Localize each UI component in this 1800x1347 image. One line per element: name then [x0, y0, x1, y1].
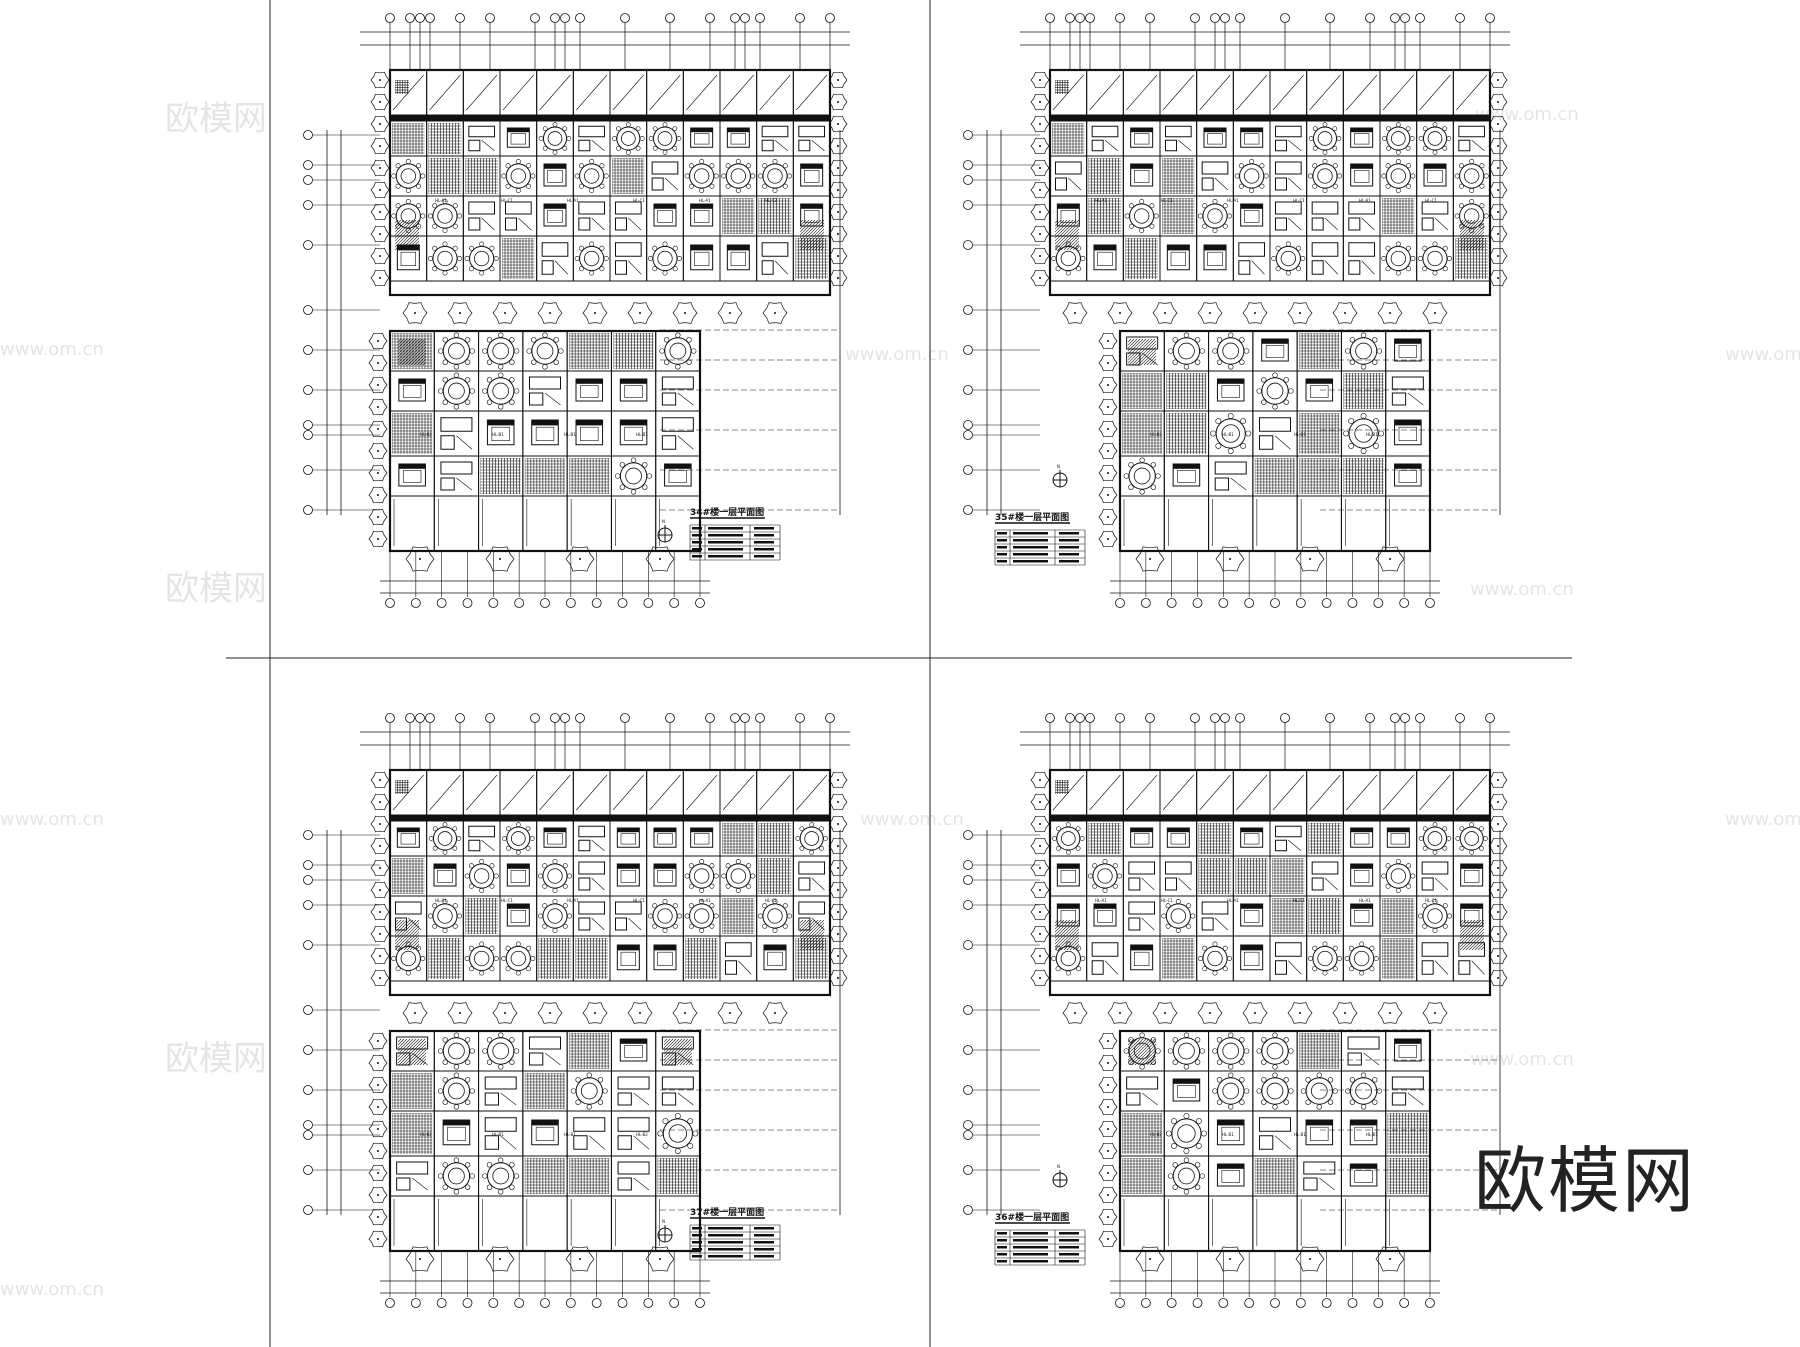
unit-label: HL-A1 — [1359, 198, 1371, 203]
area-table — [689, 1224, 781, 1261]
svg-text:N: N — [662, 519, 665, 524]
unit-label: HL-C1 — [1425, 898, 1437, 903]
svg-text:N: N — [1057, 1164, 1060, 1169]
sheet-frame — [226, 0, 1572, 1347]
unit-label: HL-A1 — [1359, 898, 1371, 903]
watermark-url: www.om.cn — [1725, 344, 1800, 365]
unit-label: HL-A1 — [1095, 898, 1107, 903]
unit-label: HL-A1 — [1227, 198, 1239, 203]
landscape-trees — [1030, 771, 1508, 1272]
plan-title: 35#楼一层平面图 — [995, 511, 1069, 523]
landscape-trees — [368, 71, 848, 572]
unit-label: HL-C2 — [765, 898, 777, 903]
svg-text:N: N — [662, 1219, 665, 1224]
unit-label: HL-B1 — [564, 432, 576, 437]
north-arrow-icon: N — [1052, 464, 1068, 488]
unit-label: HL-A1 — [1227, 898, 1239, 903]
watermark-url: www.om.cn — [1725, 809, 1800, 830]
unit-label: HL-C1 — [1161, 198, 1173, 203]
unit-label: HL-A1 — [699, 198, 711, 203]
watermark-url: www.om.cn — [0, 1279, 104, 1300]
unit-label: HL-C1 — [1293, 198, 1305, 203]
svg-text:N: N — [1057, 464, 1060, 469]
unit-label: HL-A1 — [435, 198, 447, 203]
watermark-url: www.om.cn — [1470, 579, 1574, 600]
watermark-url: www.om.cn — [1470, 1049, 1574, 1070]
unit-label: HL-B1 — [1294, 1132, 1306, 1137]
unit-label: HL-A1 — [435, 898, 447, 903]
unit-label: HL-A1 — [1095, 198, 1107, 203]
unit-label: HL-B1 — [1222, 432, 1234, 437]
unit-label: HL-A1 — [567, 898, 579, 903]
north-arrow-icon: N — [657, 519, 673, 543]
unit-label: HL-B1 — [1366, 1132, 1378, 1137]
watermark-url: www.om.cn — [0, 339, 104, 360]
watermark-cn: 欧模网 — [165, 99, 267, 139]
unit-label: HL-B2 — [420, 1132, 432, 1137]
unit-label: HL-C1 — [501, 198, 513, 203]
north-arrow-icon: N — [1052, 1164, 1068, 1188]
unit-label: HL-C2 — [765, 198, 777, 203]
area-table — [994, 1229, 1086, 1266]
unit-label: HL-B2 — [636, 1132, 648, 1137]
watermark-url: www.om.cn — [860, 809, 964, 830]
unit-label: HL-C1 — [1161, 898, 1173, 903]
watermark-cn: 欧模网 — [165, 1039, 267, 1079]
area-table — [994, 529, 1086, 566]
plan-title: 36#楼一层平面图 — [995, 1211, 1069, 1223]
unit-label: HL-C1 — [1425, 198, 1437, 203]
unit-label: HL-B1 — [1222, 1132, 1234, 1137]
watermark-layer: 欧模网 www.om.cn www.om.cn www.om.cn www.om… — [0, 99, 1800, 1300]
north-arrow-icon: N — [657, 1219, 673, 1243]
unit-label: HL-B1 — [492, 432, 504, 437]
watermark-url: www.om.cn — [0, 809, 104, 830]
unit-label: HL-B1 — [636, 432, 648, 437]
landscape-trees — [1030, 71, 1508, 572]
area-table — [689, 524, 781, 561]
unit-label: HL-C1 — [1293, 898, 1305, 903]
unit-label: HL-B1 — [564, 1132, 576, 1137]
landscape-trees — [368, 771, 848, 1272]
unit-label: HL-B1 — [492, 1132, 504, 1137]
unit-label: HL-B2 — [1150, 1132, 1162, 1137]
unit-label: HL-B2 — [420, 432, 432, 437]
unit-label: HL-A1 — [699, 898, 711, 903]
watermark-url: www.om.cn — [845, 344, 949, 365]
unit-label: HL-C1 — [633, 198, 645, 203]
brand-logo: 欧模网 — [1473, 1139, 1696, 1223]
plan-title: 34#楼一层平面图 — [690, 506, 764, 518]
unit-label: HL-B2 — [1150, 432, 1162, 437]
unit-label: HL-C1 — [501, 898, 513, 903]
unit-label: HL-C1 — [633, 898, 645, 903]
unit-label: HL-A1 — [567, 198, 579, 203]
plan-title: 37#楼一层平面图 — [690, 1206, 764, 1218]
watermark-cn: 欧模网 — [165, 569, 267, 609]
unit-label: HL-B1 — [1294, 432, 1306, 437]
unit-label: HL-B1 — [1366, 432, 1378, 437]
